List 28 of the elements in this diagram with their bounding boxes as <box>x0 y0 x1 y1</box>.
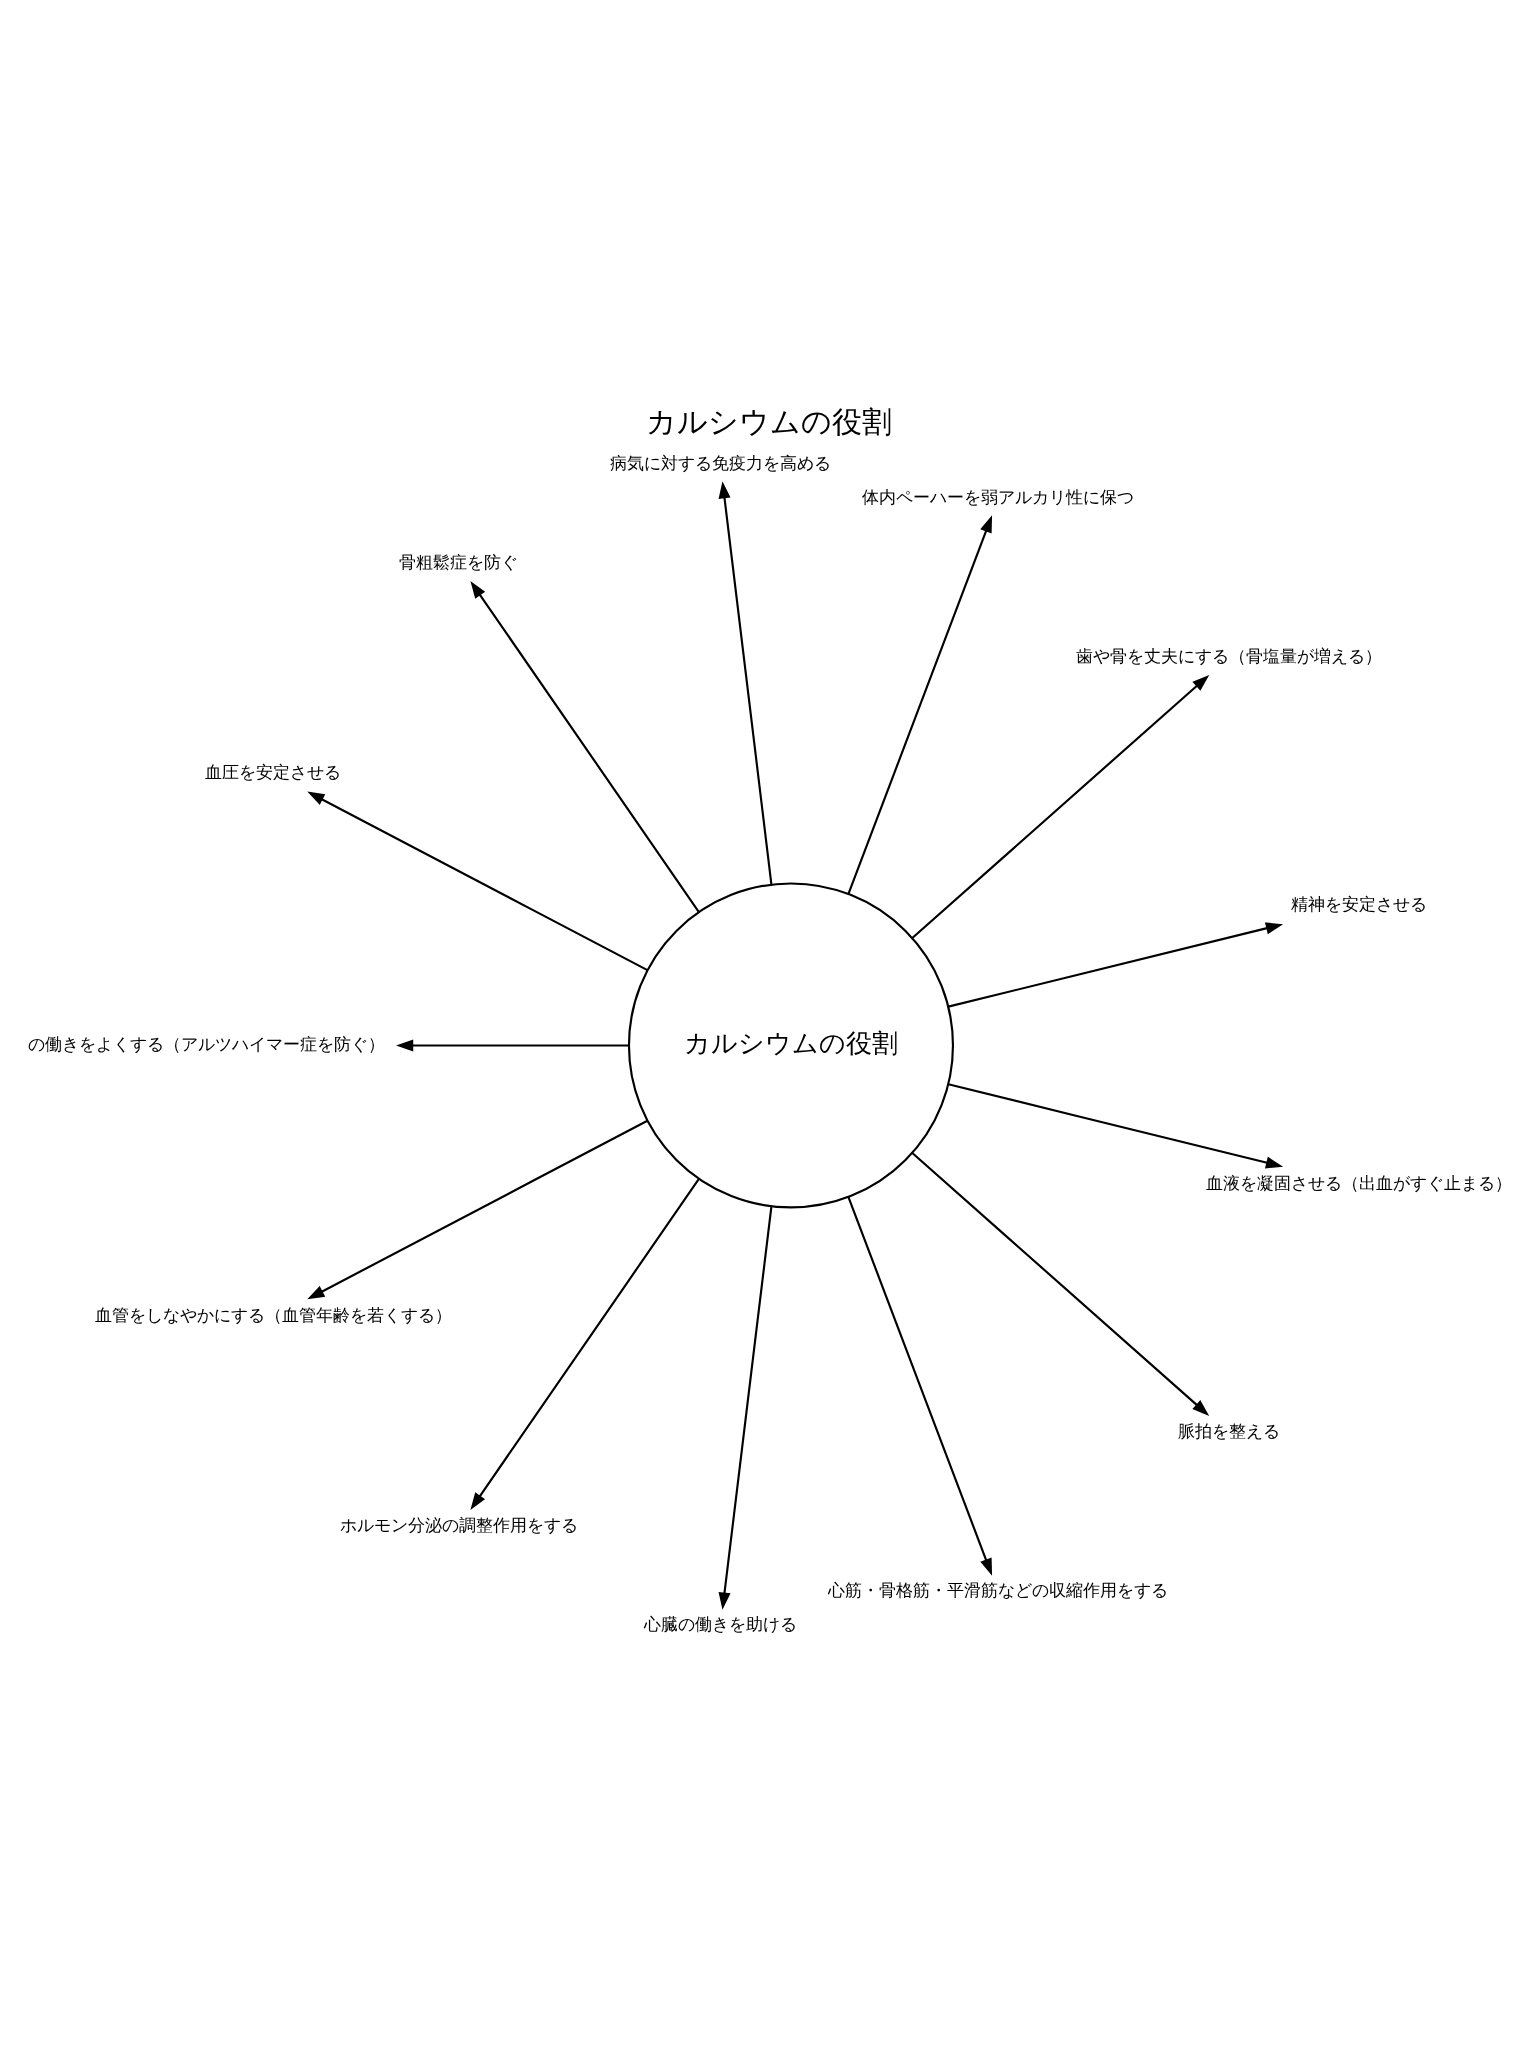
node-text: 心筋・骨格筋・平滑筋などの収縮作用をする <box>827 1579 1168 1600</box>
arrow <box>911 674 1209 939</box>
node-text: 血圧を安定させる <box>204 761 341 782</box>
node-text: 骨粗鬆症を防ぐ <box>398 551 518 572</box>
arrow <box>395 1038 629 1051</box>
diagram-title: カルシウムの役割 <box>645 403 892 439</box>
node-text: の働きをよくする（アルツハイマー症を防ぐ） <box>27 1033 385 1054</box>
node-text: 血管をしなやかにする（血管年齢を若くする） <box>94 1304 452 1325</box>
arrow <box>846 514 992 894</box>
arrow <box>469 580 700 913</box>
arrow <box>947 921 1283 1008</box>
arrow <box>469 1177 700 1510</box>
node-circle: カルシウムの役割 <box>627 881 954 1208</box>
arrow <box>911 1151 1209 1416</box>
arrow <box>718 1205 772 1610</box>
node-text: 歯や骨を丈夫にする（骨塩量が増える） <box>1075 645 1382 666</box>
node-text: 心臓の働きを助ける <box>643 1613 797 1634</box>
arrow <box>846 1196 992 1576</box>
arrow <box>306 1119 648 1299</box>
node-text: ホルモン分泌の調整作用をする <box>339 1514 578 1535</box>
arrow <box>718 480 772 885</box>
node-text: 体内ペーハーを弱アルカリ性に保つ <box>861 486 1134 507</box>
node-text: 脈拍を整える <box>1177 1420 1280 1441</box>
node-text: 血液を凝固させる（出血がすぐ止まる） <box>1205 1172 1512 1193</box>
node-text: 病気に対する免疫力を高める <box>609 452 831 473</box>
arrow <box>947 1082 1283 1168</box>
node-text: 精神を安定させる <box>1290 893 1427 914</box>
arrow <box>306 791 648 971</box>
